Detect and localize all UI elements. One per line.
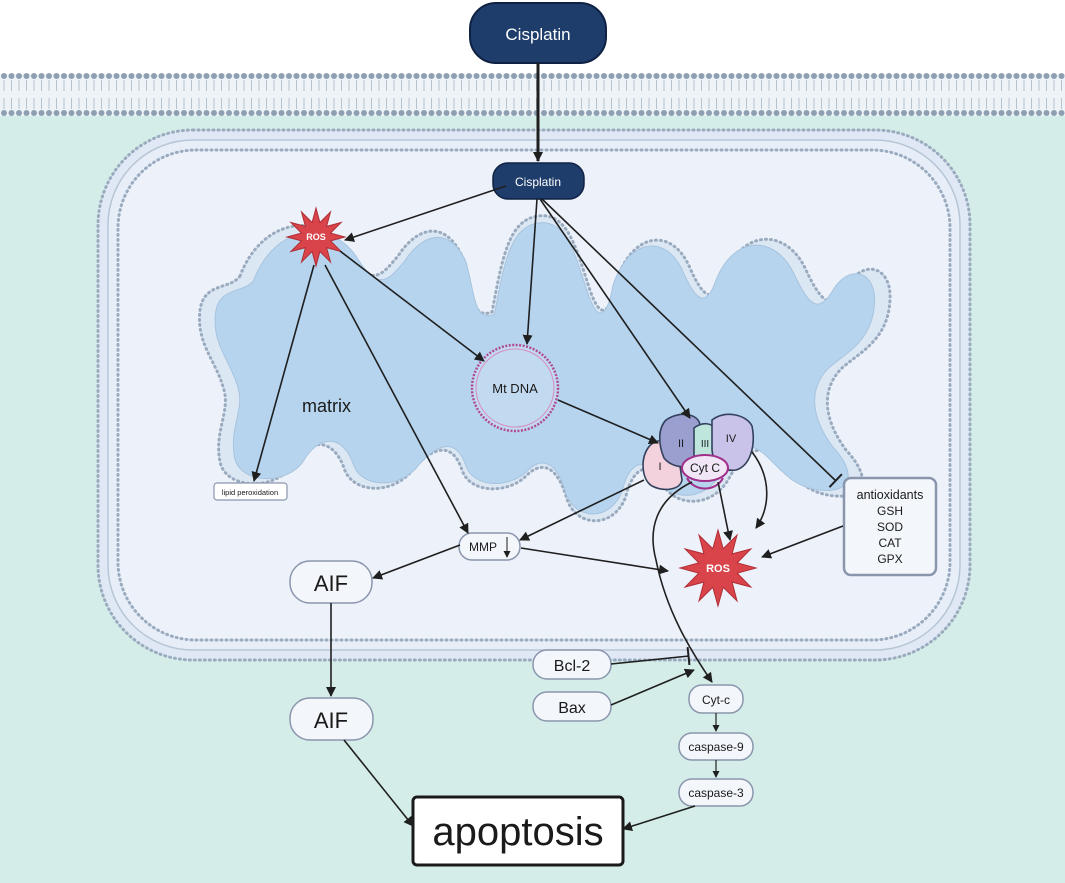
edge-cisplatin-mtdna <box>522 198 538 345</box>
ros-1-label: ROS <box>306 232 326 242</box>
bcl2-node <box>532 649 612 680</box>
mmp-label: MMP <box>469 540 497 554</box>
cell-membrane <box>0 73 1065 116</box>
matrix-label: matrix <box>302 396 351 416</box>
pathway-edges <box>251 63 844 832</box>
edge-cisplatin-antioxidants <box>541 198 843 488</box>
ros-star-1 <box>285 206 347 268</box>
antioxidant-gsh: GSH <box>877 504 903 518</box>
complex-iv-label: IV <box>726 433 737 445</box>
edge-cytc-release <box>652 481 713 683</box>
aif-inner-label: AIF <box>314 571 348 596</box>
lipid-peroxidation-label: lipid peroxidation <box>222 488 278 497</box>
lipid-peroxidation-node <box>213 482 288 501</box>
aif-outer-node <box>289 697 374 741</box>
aif-outer-label: AIF <box>314 708 348 733</box>
edge-cytc-ros <box>717 481 733 541</box>
antioxidants-title: antioxidants <box>857 488 924 502</box>
antioxidant-cat: CAT <box>878 536 902 550</box>
bax-label: Bax <box>558 700 586 717</box>
edge-aif-apoptosis <box>343 739 414 827</box>
mt-dna-ring <box>470 343 560 433</box>
cyt-c-inner-node <box>681 454 729 482</box>
caspase9-label: caspase-9 <box>688 740 744 754</box>
edge-ros-lipid <box>251 264 315 482</box>
complex-i-label: I <box>658 461 661 473</box>
apoptosis-label: apoptosis <box>432 810 603 854</box>
edge-mmp-ros <box>520 547 669 575</box>
bcl2-label: Bcl-2 <box>554 658 591 675</box>
edge-bax-promote <box>610 668 695 706</box>
edge-cisplatin-complex <box>539 198 691 419</box>
complex-ii-label: II <box>678 438 684 450</box>
edge-complex-iv-ros <box>751 451 768 529</box>
antioxidant-gpx: GPX <box>877 552 902 566</box>
caspase3-label: caspase-3 <box>688 786 744 800</box>
antioxidants-node <box>842 476 938 577</box>
edge-mmp-aif <box>372 544 461 580</box>
electron-transport-chain <box>642 413 754 491</box>
cyt-c-inner-label: Cyt C <box>690 461 720 475</box>
caspase3-node <box>678 778 754 807</box>
complex-iii-label: III <box>701 439 709 450</box>
cisplatin-top-label: Cisplatin <box>505 25 570 44</box>
edge-complex-mmp <box>519 479 645 541</box>
bax-node <box>532 691 612 722</box>
antioxidant-sod: SOD <box>877 520 903 534</box>
edge-ros-mtdna <box>339 250 485 362</box>
edge-antioxidants-ros <box>761 525 844 559</box>
edge-ros-mmp <box>324 264 469 534</box>
edge-cisplatin-ros <box>344 185 507 242</box>
cisplatin-inner-node <box>492 162 585 200</box>
ros-star-2 <box>678 528 758 608</box>
cyt-c-outer-label: Cyt-c <box>702 693 730 707</box>
edge-mtdna-complex <box>557 399 659 445</box>
cisplatin-inner-label: Cisplatin <box>515 175 561 189</box>
edge-bcl2-inhibit <box>610 646 691 666</box>
ros-2-label: ROS <box>706 563 730 575</box>
edge-caspase3-apoptosis <box>622 805 696 832</box>
mt-dna-label: Mt DNA <box>492 381 538 396</box>
